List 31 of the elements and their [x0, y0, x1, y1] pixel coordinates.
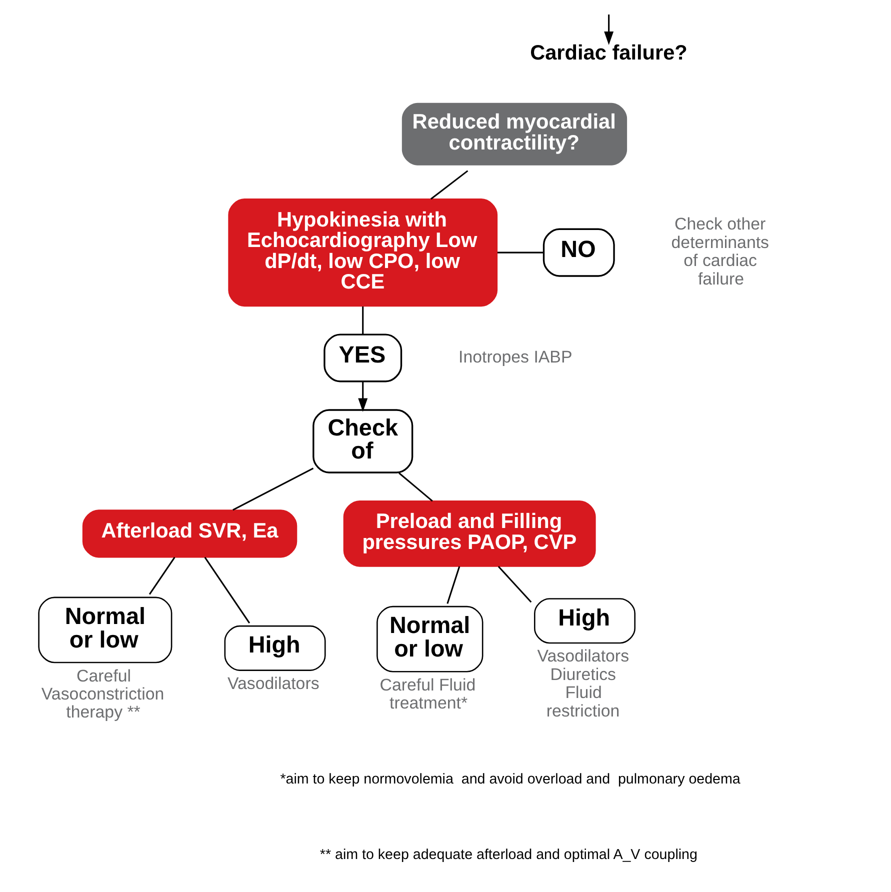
node-box: Normal or low: [38, 596, 172, 664]
connector: [362, 306, 364, 334]
connector: [446, 566, 460, 604]
node-box: High: [534, 598, 636, 644]
node-text: Cardiac failure?: [530, 42, 688, 65]
node-box: YES: [324, 334, 402, 382]
node-box: Hypokinesia with Echocardiography Low dP/dt, low CPO, low CCE: [228, 198, 498, 307]
connector: [430, 170, 468, 200]
connector: [204, 556, 250, 624]
arrow: [604, 14, 614, 45]
node-label: Inotropes IABP: [458, 347, 572, 366]
node-box: Afterload SVR, Ea: [82, 510, 298, 558]
node-box: Normal or low: [376, 606, 484, 672]
node-box: Reduced myocardial contractility?: [402, 102, 628, 166]
connector: [148, 556, 176, 595]
node-label: Vasodilators: [228, 674, 320, 694]
node-label: Careful Vasoconstriction therapy **: [41, 666, 164, 722]
connector: [398, 472, 433, 502]
label: *aim to keep normovolemia and avoid overload and pulmonary oedema: [280, 771, 740, 788]
node-label: Check other determinants of cardiac failure: [671, 214, 770, 288]
node-box: High: [224, 625, 326, 671]
node-box: Preload and Filling pressures PAOP, CVP: [343, 500, 596, 567]
node-box: NO: [542, 228, 615, 277]
node-label: Careful Fluid treatment*: [380, 675, 476, 713]
connector: [497, 252, 544, 254]
arrow: [358, 382, 368, 412]
connector: [232, 468, 314, 511]
connector: [498, 566, 532, 603]
node-label: Vasodilators Diuretics Fluid restriction: [537, 646, 630, 720]
label: ** aim to keep adequate afterload and optimal A_V coupling: [320, 846, 698, 863]
node-box: Check of: [312, 409, 414, 474]
